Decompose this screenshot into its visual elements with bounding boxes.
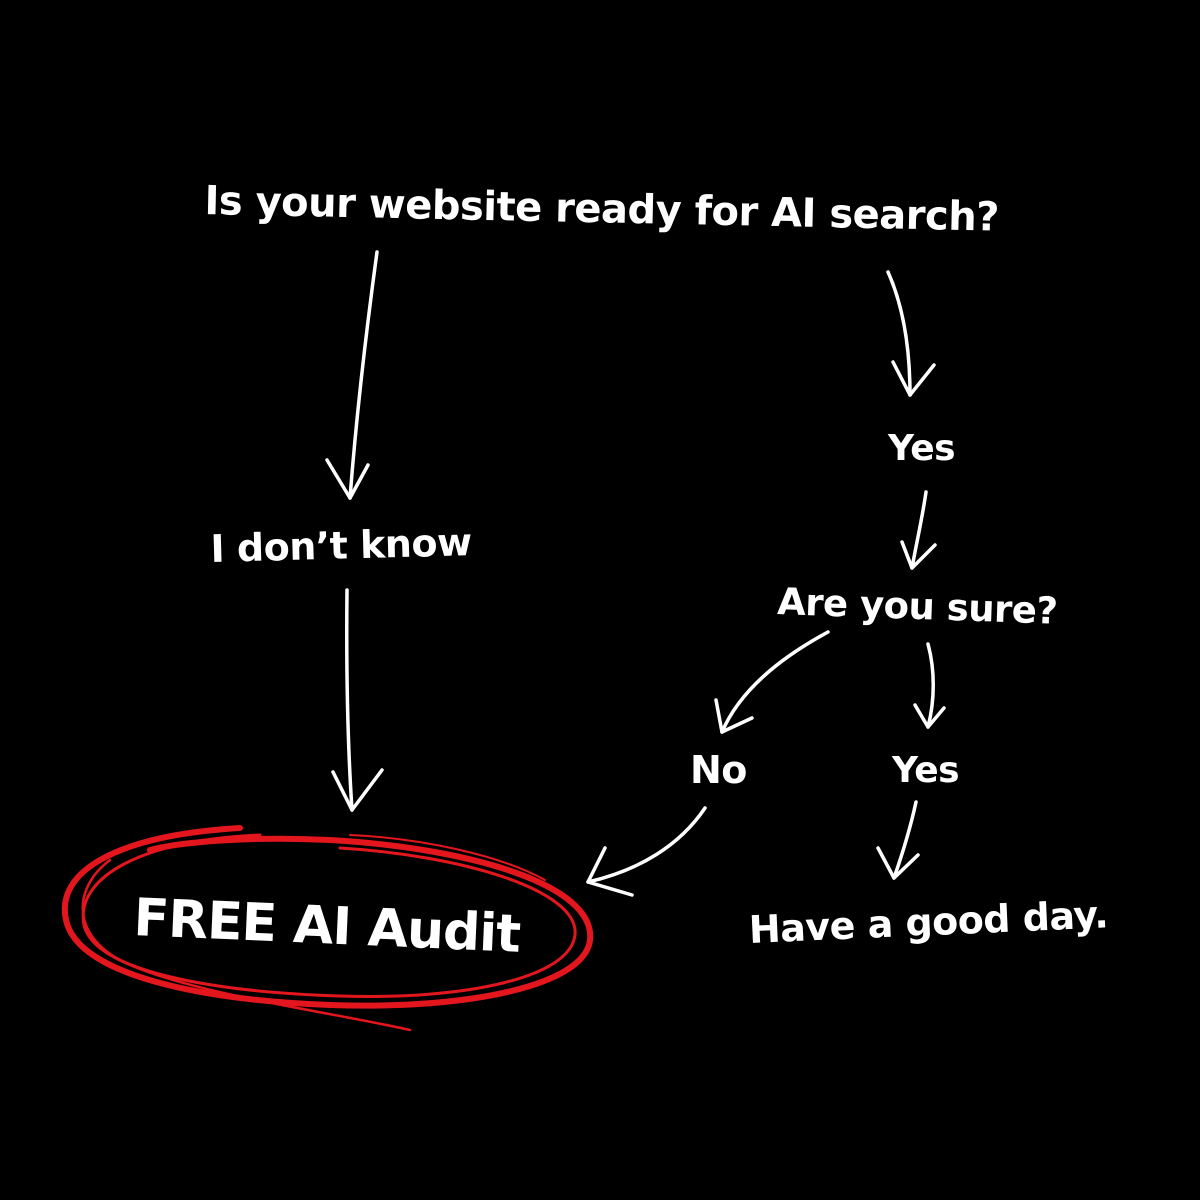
- arrow-to-dont-know: [325, 250, 379, 500]
- arrow-yes-to-sure: [900, 490, 937, 570]
- answer-yes-sure: Yes: [892, 750, 960, 791]
- arrow-sure-to-yes: [913, 642, 946, 729]
- answer-yes: Yes: [888, 428, 956, 469]
- arrow-sure-to-no: [714, 630, 830, 734]
- arrow-yes-to-good-day: [876, 800, 920, 880]
- arrow-to-yes: [886, 270, 936, 397]
- arrow-dont-know-to-audit: [331, 588, 384, 812]
- highlight-circle: [61, 825, 594, 1032]
- answer-dont-know: I don’t know: [210, 520, 473, 571]
- answer-no: No: [690, 748, 747, 792]
- arrow-no-to-audit: [586, 806, 707, 897]
